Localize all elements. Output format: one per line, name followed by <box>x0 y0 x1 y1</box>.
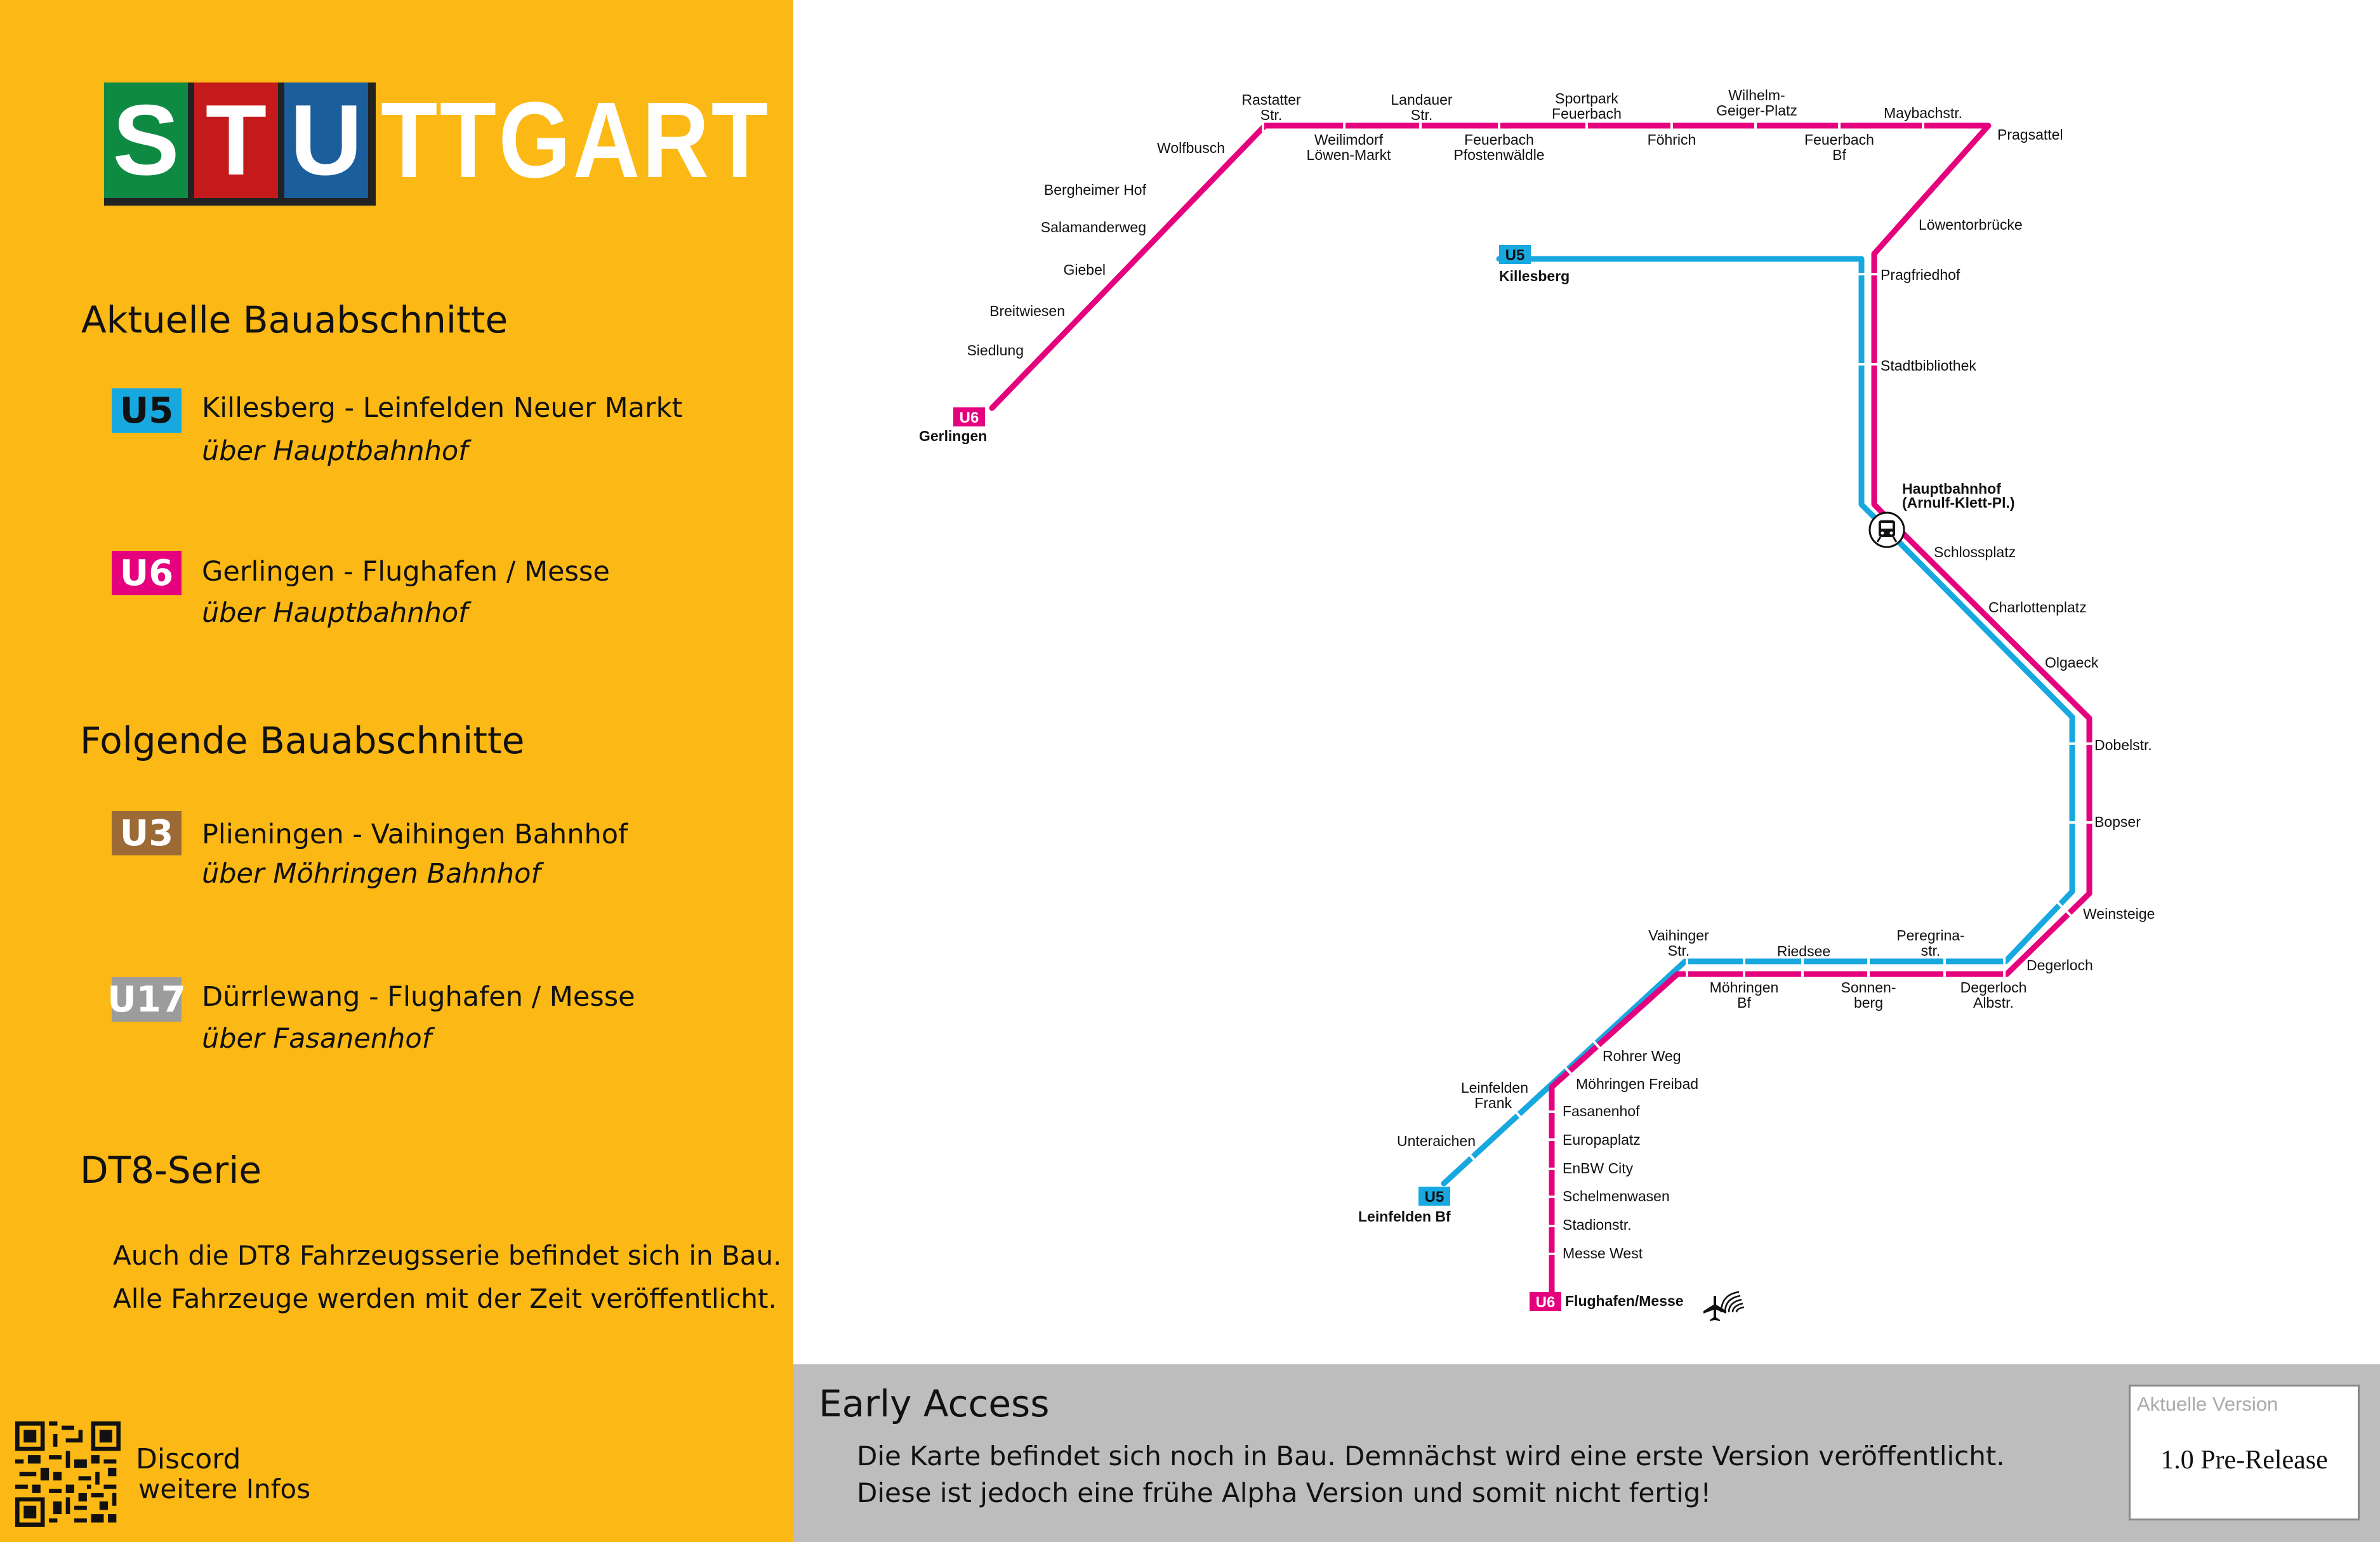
version-box: Aktuelle Version 1.0 Pre-Release <box>2129 1385 2360 1520</box>
version-label: Aktuelle Version <box>2137 1393 2278 1415</box>
u17-badge: U17 <box>107 977 186 1022</box>
u3-route: Plieningen - Vaihingen Bahnhof <box>202 819 628 850</box>
station-stadtbibliothek: Stadtbibliothek <box>1881 357 1976 374</box>
current-sections-title: Aktuelle Bauabschnitte <box>81 298 508 341</box>
station-loewentor: Löwentorbrücke <box>1919 216 2023 233</box>
u3-via: über Möhringen Bahnhof <box>202 858 541 890</box>
discord-sub: weitere Infos <box>138 1473 311 1505</box>
station-maybach: Maybachstr. <box>1884 105 1962 121</box>
station-schlossplatz: Schlossplatz <box>1934 544 2016 560</box>
u17-route: Dürrlewang - Flughafen / Messe <box>202 981 635 1013</box>
network-map: U6 Gerlingen U5 Killesberg U5 Leinfelden… <box>793 0 2380 1364</box>
station-fasanenhof: Fasanenhof <box>1563 1103 1640 1119</box>
u6-path <box>989 122 2092 1303</box>
version-value: 1.0 Pre-Release <box>2160 1446 2328 1475</box>
svg-text:U5: U5 <box>1425 1189 1445 1206</box>
logo-letter-t: T <box>194 82 286 206</box>
u6-route: Gerlingen - Flughafen / Messe <box>202 556 610 588</box>
station-hbf: Hauptbahnhof(Arnulf-Klett-Pl.) <box>1902 480 2015 511</box>
u5-route: Killesberg - Leinfelden Neuer Markt <box>202 392 683 424</box>
qr-code-icon[interactable] <box>15 1421 121 1527</box>
station-dobelstr: Dobelstr. <box>2094 737 2152 753</box>
sidebar: S T U TTGART Aktuelle Bauabschnitte U5 K… <box>0 0 793 1542</box>
u6-via: über Hauptbahnhof <box>202 597 468 629</box>
footer-text-line1: Die Karte befindet sich noch in Bau. Dem… <box>857 1440 2005 1472</box>
u3-badge: U3 <box>112 811 182 855</box>
terminus-gerlingen: Gerlingen <box>919 428 987 444</box>
svg-text:U6: U6 <box>1536 1294 1556 1311</box>
u5-via: über Hauptbahnhof <box>202 435 468 467</box>
u17-via: über Fasanenhof <box>202 1023 432 1055</box>
early-access-footer: Early Access Die Karte befindet sich noc… <box>793 1364 2380 1542</box>
station-salamanderweg: Salamanderweg <box>1041 219 1146 235</box>
station-weinsteige: Weinsteige <box>2083 906 2155 922</box>
station-moehringen-freibad: Möhringen Freibad <box>1576 1076 1698 1092</box>
station-rohrer-weg: Rohrer Weg <box>1603 1048 1681 1064</box>
dt8-text-line1: Auch die DT8 Fahrzeugsserie befindet sic… <box>113 1240 782 1271</box>
next-sections-title: Folgende Bauabschnitte <box>80 719 525 762</box>
station-wilhelm-geiger: Wilhelm-Geiger-Platz <box>1716 87 1797 119</box>
u6-badge: U6 <box>112 551 182 595</box>
train-icon <box>1868 511 1905 548</box>
station-ticks <box>995 119 2096 1255</box>
station-schelmenwasen: Schelmenwasen <box>1563 1188 1670 1204</box>
fair-icon <box>1720 1291 1745 1313</box>
station-pragfriedhof: Pragfriedhof <box>1881 267 1960 283</box>
station-wolfbusch: Wolfbusch <box>1157 140 1225 156</box>
station-pragsattel: Pragsattel <box>1997 126 2063 143</box>
terminus-flughafen: Flughafen/Messe <box>1565 1293 1684 1309</box>
dt8-title: DT8-Serie <box>80 1149 262 1192</box>
u5-killesberg-badge: U5 <box>1499 245 1531 264</box>
station-breitwiesen: Breitwiesen <box>989 303 1065 319</box>
station-enbw-city: EnBW City <box>1563 1160 1634 1176</box>
station-giebel: Giebel <box>1064 261 1106 278</box>
station-degerloch: Degerloch <box>2026 957 2093 973</box>
airplane-icon <box>1703 1296 1726 1321</box>
u5-leinfelden-badge: U5 <box>1418 1187 1450 1206</box>
station-bergheimer: Bergheimer Hof <box>1044 181 1147 198</box>
u6-flughafen-badge: U6 <box>1530 1292 1561 1311</box>
footer-title: Early Access <box>819 1382 1050 1425</box>
terminus-leinfelden: Leinfelden Bf <box>1358 1208 1451 1225</box>
station-sonnenberg: Sonnen-berg <box>1841 979 1896 1011</box>
dt8-text-line2: Alle Fahrzeuge werden mit der Zeit veröf… <box>113 1283 777 1314</box>
logo-rest-text: TTGART <box>381 80 770 201</box>
station-foehrich: Föhrich <box>1648 131 1696 148</box>
discord-label[interactable]: Discord <box>136 1443 241 1475</box>
logo-letter-u: U <box>284 82 376 206</box>
terminus-killesberg: Killesberg <box>1499 268 1570 284</box>
station-siedlung: Siedlung <box>967 342 1024 359</box>
station-riedsee: Riedsee <box>1777 943 1830 959</box>
u6-gerlingen-badge: U6 <box>953 407 985 426</box>
station-unteraichen: Unteraichen <box>1397 1133 1476 1149</box>
svg-text:U5: U5 <box>1505 247 1525 264</box>
logo-letter-s: S <box>104 82 195 206</box>
station-bopser: Bopser <box>2094 814 2141 830</box>
station-olgaeck: Olgaeck <box>2045 654 2099 671</box>
station-stadionstr: Stadionstr. <box>1563 1216 1632 1233</box>
svg-text:U6: U6 <box>960 409 979 426</box>
station-messe-west: Messe West <box>1563 1245 1643 1262</box>
u5-badge: U5 <box>112 388 182 433</box>
u5-line <box>1441 256 2075 1187</box>
station-charlottenplatz: Charlottenplatz <box>1988 599 2087 616</box>
footer-text-line2: Diese ist jedoch eine frühe Alpha Versio… <box>857 1477 1712 1508</box>
station-europaplatz: Europaplatz <box>1563 1131 1641 1148</box>
u6-line <box>989 122 2092 1303</box>
u5-path-north <box>1441 256 2075 1187</box>
station-peregrinastr: Peregrina-str. <box>1896 927 1964 959</box>
